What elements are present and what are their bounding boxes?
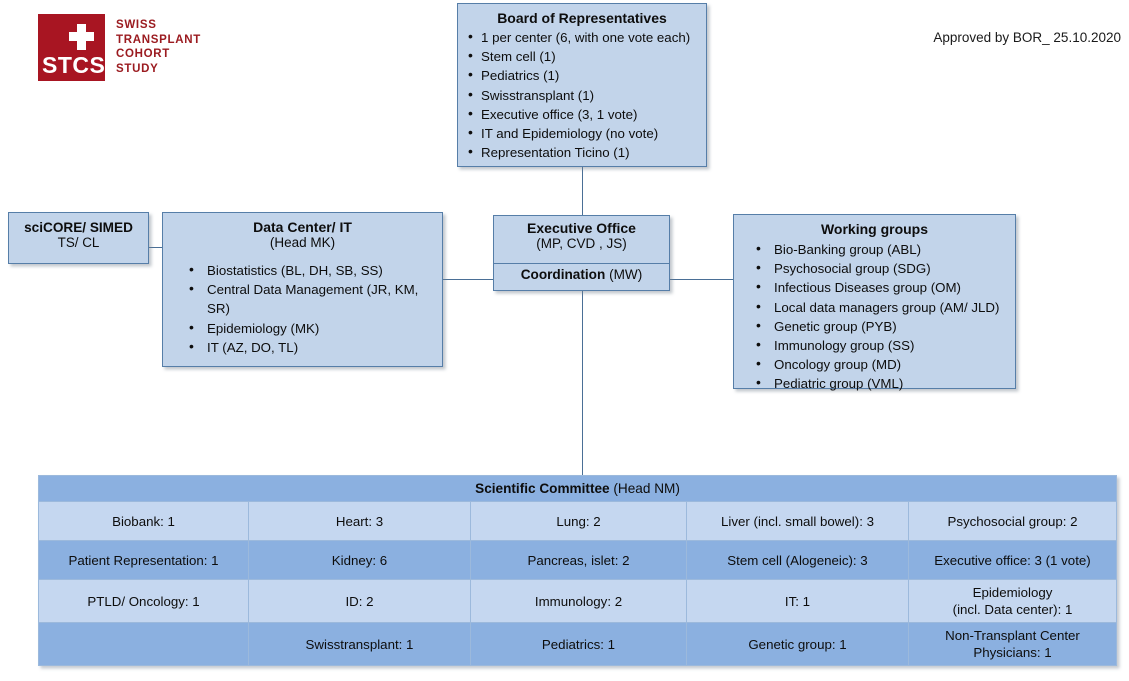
- connector-exec-to-workinggroups: [670, 279, 733, 281]
- table-cell: Heart: 3: [248, 501, 471, 541]
- list-item: Central Data Management (JR, KM, SR): [181, 279, 442, 318]
- list-item: IT (AZ, DO, TL): [181, 337, 442, 357]
- list-item: Local data managers group (AM/ JLD): [748, 297, 1015, 317]
- table-cell: PTLD/ Oncology: 1: [38, 579, 249, 623]
- table-cell: Psychosocial group: 2: [908, 501, 1117, 541]
- data-center-title: Data Center/ IT: [253, 219, 352, 235]
- scientific-committee-body: Scientific Committee (Head NM) Biobank: …: [38, 475, 1117, 666]
- list-item: Biostatistics (BL, DH, SB, SS): [181, 260, 442, 280]
- box-scicore-simed[interactable]: sciCORE/ SIMED TS/ CL: [8, 212, 149, 264]
- working-groups-title: Working groups: [820, 221, 929, 237]
- table-cell: ID: 2: [248, 579, 471, 623]
- table-cell: Pediatrics: 1: [470, 622, 687, 666]
- table-row: PTLD/ Oncology: 1 ID: 2 Immunology: 2 IT…: [38, 579, 1117, 623]
- table-cell: Genetic group: 1: [686, 622, 909, 666]
- connector-board-to-exec: [581, 167, 583, 215]
- table-cell: Swisstransplant: 1: [248, 622, 471, 666]
- coordination-row: Coordination (MW): [494, 264, 669, 290]
- data-center-unit-list: Biostatistics (BL, DH, SB, SS) Central D…: [163, 260, 442, 357]
- cross-horizontal-bar: [69, 32, 94, 41]
- table-cell: Pancreas, islet: 2: [470, 540, 687, 580]
- table-cell: Patient Representation: 1: [38, 540, 249, 580]
- data-center-subtitle: (Head MK): [269, 235, 336, 250]
- logo-wordmark: SWISS TRANSPLANT COHORT STUDY: [116, 18, 201, 76]
- connector-scicore-to-datacenter: [149, 247, 163, 249]
- connector-exec-to-committee: [581, 291, 583, 475]
- scientific-committee-title: Scientific Committee: [475, 481, 610, 496]
- table-cell: IT: 1: [686, 579, 909, 623]
- table-cell: Epidemiology(incl. Data center): 1: [908, 579, 1117, 623]
- executive-office-header: Executive Office (MP, CVD , JS): [494, 216, 669, 264]
- list-item: Oncology group (MD): [748, 354, 1015, 374]
- logo-line-1: SWISS: [116, 19, 157, 31]
- table-row: Patient Representation: 1 Kidney: 6 Panc…: [38, 540, 1117, 580]
- list-item: Bio-Banking group (ABL): [748, 239, 1015, 259]
- table-cell: [38, 622, 249, 666]
- coordination-label: Coordination: [520, 267, 606, 282]
- executive-office-subtitle: (MP, CVD , JS): [536, 236, 627, 251]
- list-item: Stem cell (1): [468, 46, 706, 66]
- table-cell: Kidney: 6: [248, 540, 471, 580]
- working-groups-list: Bio-Banking group (ABL) Psychosocial gro…: [734, 239, 1015, 394]
- list-item: Executive office (3, 1 vote): [468, 104, 706, 124]
- scicore-subtitle: TS/ CL: [57, 235, 100, 250]
- list-item: Psychosocial group (SDG): [748, 258, 1015, 278]
- table-cell: Immunology: 2: [470, 579, 687, 623]
- coordination-value: (MW): [609, 267, 643, 282]
- table-header-row: Scientific Committee (Head NM): [38, 475, 1117, 502]
- box-executive-office[interactable]: Executive Office (MP, CVD , JS) Coordina…: [493, 215, 670, 291]
- table-cell: Biobank: 1: [38, 501, 249, 541]
- swiss-cross-logo-icon: STCS: [38, 14, 105, 81]
- logo-line-3: COHORT: [116, 48, 171, 60]
- list-item: Representation Ticino (1): [468, 142, 706, 162]
- board-title: Board of Representatives: [497, 10, 667, 26]
- table-row: Biobank: 1 Heart: 3 Lung: 2 Liver (incl.…: [38, 501, 1117, 541]
- table-cell: Lung: 2: [470, 501, 687, 541]
- list-item: Swisstransplant (1): [468, 85, 706, 105]
- list-item: IT and Epidemiology (no vote): [468, 123, 706, 143]
- list-item: Pediatrics (1): [468, 65, 706, 85]
- list-item: Immunology group (SS): [748, 335, 1015, 355]
- scientific-committee-head-note: (Head NM): [613, 481, 680, 496]
- list-item: 1 per center (6, with one vote each): [468, 27, 706, 47]
- table-row: Swisstransplant: 1 Pediatrics: 1 Genetic…: [38, 622, 1117, 666]
- board-member-list: 1 per center (6, with one vote each) Ste…: [458, 27, 706, 162]
- executive-office-title: Executive Office: [527, 220, 636, 236]
- logo-line-2: TRANSPLANT: [116, 33, 201, 46]
- list-item: Epidemiology (MK): [181, 318, 442, 338]
- scicore-title: sciCORE/ SIMED: [24, 220, 133, 235]
- table-cell: Stem cell (Alogeneic): 3: [686, 540, 909, 580]
- logo-line-4: STUDY: [116, 62, 159, 75]
- box-board-of-representatives[interactable]: Board of Representatives 1 per center (6…: [457, 3, 707, 167]
- scientific-committee-header-cell: Scientific Committee (Head NM): [38, 475, 1117, 502]
- table-cell: Executive office: 3 (1 vote): [908, 540, 1117, 580]
- connector-datacenter-to-exec: [443, 279, 493, 281]
- list-item: Infectious Diseases group (OM): [748, 277, 1015, 297]
- table-cell: Liver (incl. small bowel): 3: [686, 501, 909, 541]
- approval-note: Approved by BOR_ 25.10.2020: [933, 30, 1121, 45]
- list-item: Genetic group (PYB): [748, 316, 1015, 336]
- list-item: Pediatric group (VML): [748, 373, 1015, 393]
- scientific-committee-table: Scientific Committee (Head NM) Biobank: …: [38, 475, 1117, 666]
- stcs-logo: STCS SWISS TRANSPLANT COHORT STUDY: [38, 14, 201, 81]
- box-data-center-it[interactable]: Data Center/ IT (Head MK) Biostatistics …: [162, 212, 443, 367]
- logo-acronym: STCS: [42, 52, 106, 78]
- box-working-groups[interactable]: Working groups Bio-Banking group (ABL) P…: [733, 214, 1016, 393]
